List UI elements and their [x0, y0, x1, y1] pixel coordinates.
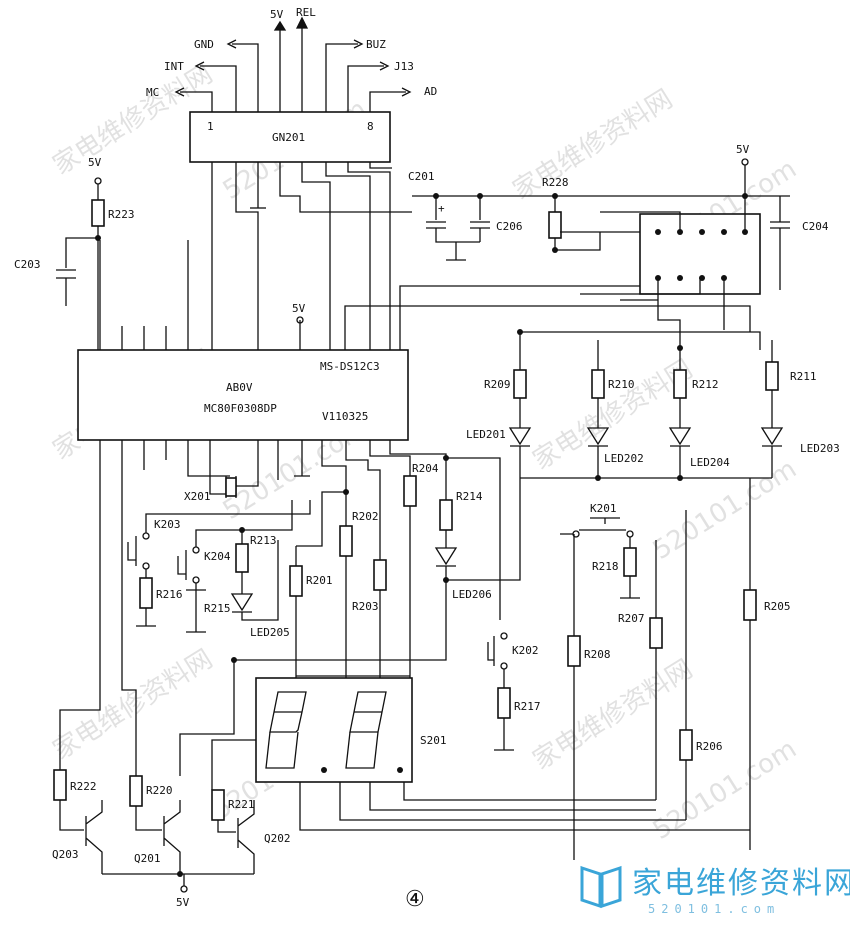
key-label-k202: K202 [512, 644, 539, 657]
signal-label-buz: BUZ [366, 38, 386, 51]
supply-5v-label: 5V [88, 156, 102, 169]
resistor-label-r201: R201 [306, 574, 333, 587]
led-label-led206: LED206 [452, 588, 492, 601]
resistor-label-r216: R216 [156, 588, 183, 601]
resistor-label-r209: R209 [484, 378, 511, 391]
resistor-label-r207: R207 [618, 612, 645, 625]
resistor-label-r221: R221 [228, 798, 255, 811]
book-icon [580, 865, 622, 909]
watermark-text: 家电维修资料网 [528, 654, 698, 776]
key-k201: K201 R218 [560, 502, 640, 599]
key-label-k203: K203 [154, 518, 181, 531]
display-label: S201 [420, 734, 447, 747]
key-k203-k204: K203 R216 K204 R215 R213 LED205 [127, 500, 311, 639]
connector-label: GN201 [272, 131, 305, 144]
led-label-led203: LED203 [800, 442, 840, 455]
signal-label-mc: MC [146, 86, 159, 99]
brand-url: 520101.com [648, 902, 781, 916]
mcu-chip: AB0V MC80F0308DP V110325 MS-DS12C3 [77, 349, 409, 441]
transistor-label-q202: Q202 [264, 832, 291, 845]
resistor-label-r211: R211 [790, 370, 817, 383]
key-label-k201: K201 [590, 502, 617, 515]
mcu-top-pins [99, 240, 751, 350]
resistor-label-r217: R217 [514, 700, 541, 713]
signal-label-j13: J13 [394, 60, 414, 73]
cap-polarity: + [438, 202, 445, 215]
cap-label-c206: C206 [496, 220, 523, 233]
supply-5v-right: 5V [736, 143, 750, 156]
mcu-5v-label: 5V [292, 302, 306, 315]
resistor-label-r210: R210 [608, 378, 635, 391]
resistor-label-r218: R218 [592, 560, 619, 573]
resistor-label-r204: R204 [412, 462, 439, 475]
brand-logo: 家电维修资料网 520101.com [578, 858, 850, 928]
watermark-url: 520101.com [648, 454, 802, 566]
connector-pin-1: 1 [207, 120, 214, 133]
right-resistors: R205 R206 R207 R208 [567, 478, 791, 860]
signal-label-ad: AD [424, 85, 437, 98]
resistor-label-r228: R228 [542, 176, 569, 189]
resistor-label-r203: R203 [352, 600, 379, 613]
cap-network: C201 + C206 R228 [408, 170, 790, 261]
resistor-label-r220: R220 [146, 784, 173, 797]
mcu-line-3: V110325 [322, 410, 368, 423]
middle-resistors: R202 R203 R204 R201 R214 LED206 [289, 455, 521, 676]
resistor-label-r222: R222 [70, 780, 97, 793]
brand-name: 家电维修资料网 [632, 866, 850, 901]
resistor-label-r212: R212 [692, 378, 719, 391]
signal-label-rel: REL [296, 6, 316, 19]
display-bottom-wires [211, 739, 750, 831]
figure-number: ④ [405, 887, 425, 912]
resistor-label-r202: R202 [352, 510, 379, 523]
mcu-supply: 5V [292, 302, 306, 324]
mcu-bottom-pins: X201 [59, 440, 447, 776]
watermark-text: 家电维修资料网 [508, 84, 678, 206]
led-label-led202: LED202 [604, 452, 644, 465]
resistor-label-r208: R208 [584, 648, 611, 661]
watermark-text: 家电维修资料网 [48, 644, 218, 766]
display-s201: S201 [255, 677, 447, 783]
cap-label-c203: C203 [14, 258, 41, 271]
key-k202: K202 R217 [487, 632, 541, 751]
cap-label-c204: C204 [802, 220, 829, 233]
resistor-label-r215: R215 [204, 602, 231, 615]
connector-to-mcu-wires [211, 162, 412, 350]
mcu-line-2: MC80F0308DP [204, 402, 277, 415]
transistor-5v-label: 5V [176, 896, 190, 909]
switch-block: 5V C204 [560, 143, 829, 350]
connector-signals: MC INT GND 5V REL BUZ J13 AD [146, 6, 437, 112]
transistor-label-q201: Q201 [134, 852, 161, 865]
display-ic-label: MS-DS12C3 [320, 360, 380, 373]
connector-gn201: GN201 1 8 [189, 111, 391, 163]
connector-pin-8: 8 [367, 120, 374, 133]
resistor-label-r213: R213 [250, 534, 277, 547]
resistor-label-r205: R205 [764, 600, 791, 613]
resistor-label-r206: R206 [696, 740, 723, 753]
watermark-url: 520101.com [648, 734, 802, 846]
key-label-k204: K204 [204, 550, 231, 563]
led-bank: R209 LED201 R210 LED202 R212 LED204 R211… [466, 329, 840, 481]
mcu-line-1: AB0V [226, 381, 253, 394]
cap-label-c201: C201 [408, 170, 435, 183]
led-label-led201: LED201 [466, 428, 506, 441]
transistor-section: R222 Q203 R220 Q201 R221 Q202 5V [52, 769, 291, 909]
crystal-label-x201: X201 [184, 490, 211, 503]
r223-group: 5V R223 C203 [14, 156, 135, 350]
resistor-label-r214: R214 [456, 490, 483, 503]
led-label-led205: LED205 [250, 626, 290, 639]
resistor-label-r223: R223 [108, 208, 135, 221]
signal-label-5v: 5V [270, 8, 284, 21]
transistor-label-q203: Q203 [52, 848, 79, 861]
led-label-led204: LED204 [690, 456, 730, 469]
signal-label-int: INT [164, 60, 184, 73]
signal-label-gnd: GND [194, 38, 214, 51]
